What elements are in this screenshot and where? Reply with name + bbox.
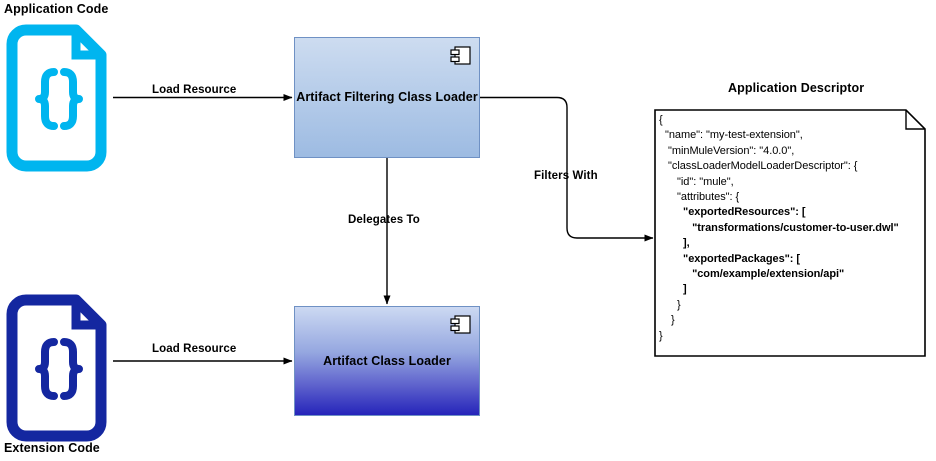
edge-label-load-resource-bottom: Load Resource xyxy=(152,343,237,355)
edge-label-delegates-to: Delegates To xyxy=(348,214,420,226)
edge-filters-with xyxy=(480,96,654,242)
edge-label-filters-with: Filters With xyxy=(534,170,598,182)
application-descriptor-json-content: { "name": "my-test-extension", "minMuleV… xyxy=(659,113,931,344)
descriptor-line: "classLoaderModelLoaderDescriptor": { xyxy=(659,160,858,173)
descriptor-line: "transformations/customer-to-user.dwl" xyxy=(659,221,899,234)
descriptor-line: "name": "my-test-extension", xyxy=(659,129,803,142)
descriptor-line: } xyxy=(659,298,681,311)
artifact-filtering-class-loader-node[interactable]: Artifact Filtering Class Loader xyxy=(294,37,480,158)
application-code-icon xyxy=(6,24,107,172)
uml-component-icon xyxy=(450,46,471,65)
descriptor-line: } xyxy=(659,329,663,342)
descriptor-line: { xyxy=(659,114,663,126)
descriptor-line: "exportedResources": [ xyxy=(659,206,806,219)
descriptor-line: } xyxy=(659,314,675,327)
application-descriptor-note-shape xyxy=(654,109,926,357)
descriptor-line: "minMuleVersion": "4.0.0", xyxy=(659,144,795,157)
application-code-label: Application Code xyxy=(4,2,109,16)
edge-label-load-resource-top: Load Resource xyxy=(152,84,237,96)
extension-code-label: Extension Code xyxy=(4,441,100,455)
artifact-class-loader-node[interactable]: Artifact Class Loader xyxy=(294,306,480,416)
descriptor-line: "exportedPackages": [ xyxy=(659,252,801,265)
uml-component-icon xyxy=(450,315,471,334)
artifact-filtering-class-loader-label: Artifact Filtering Class Loader xyxy=(296,90,478,104)
application-descriptor-title: Application Descriptor xyxy=(728,81,865,95)
artifact-class-loader-label: Artifact Class Loader xyxy=(323,353,451,368)
descriptor-line: "attributes": { xyxy=(659,191,740,204)
descriptor-line: "id": "mule", xyxy=(659,175,734,188)
descriptor-line: ] xyxy=(659,283,687,296)
descriptor-line: "com/example/extension/api" xyxy=(659,268,845,281)
extension-code-icon xyxy=(6,294,107,442)
descriptor-line: ], xyxy=(659,237,690,250)
